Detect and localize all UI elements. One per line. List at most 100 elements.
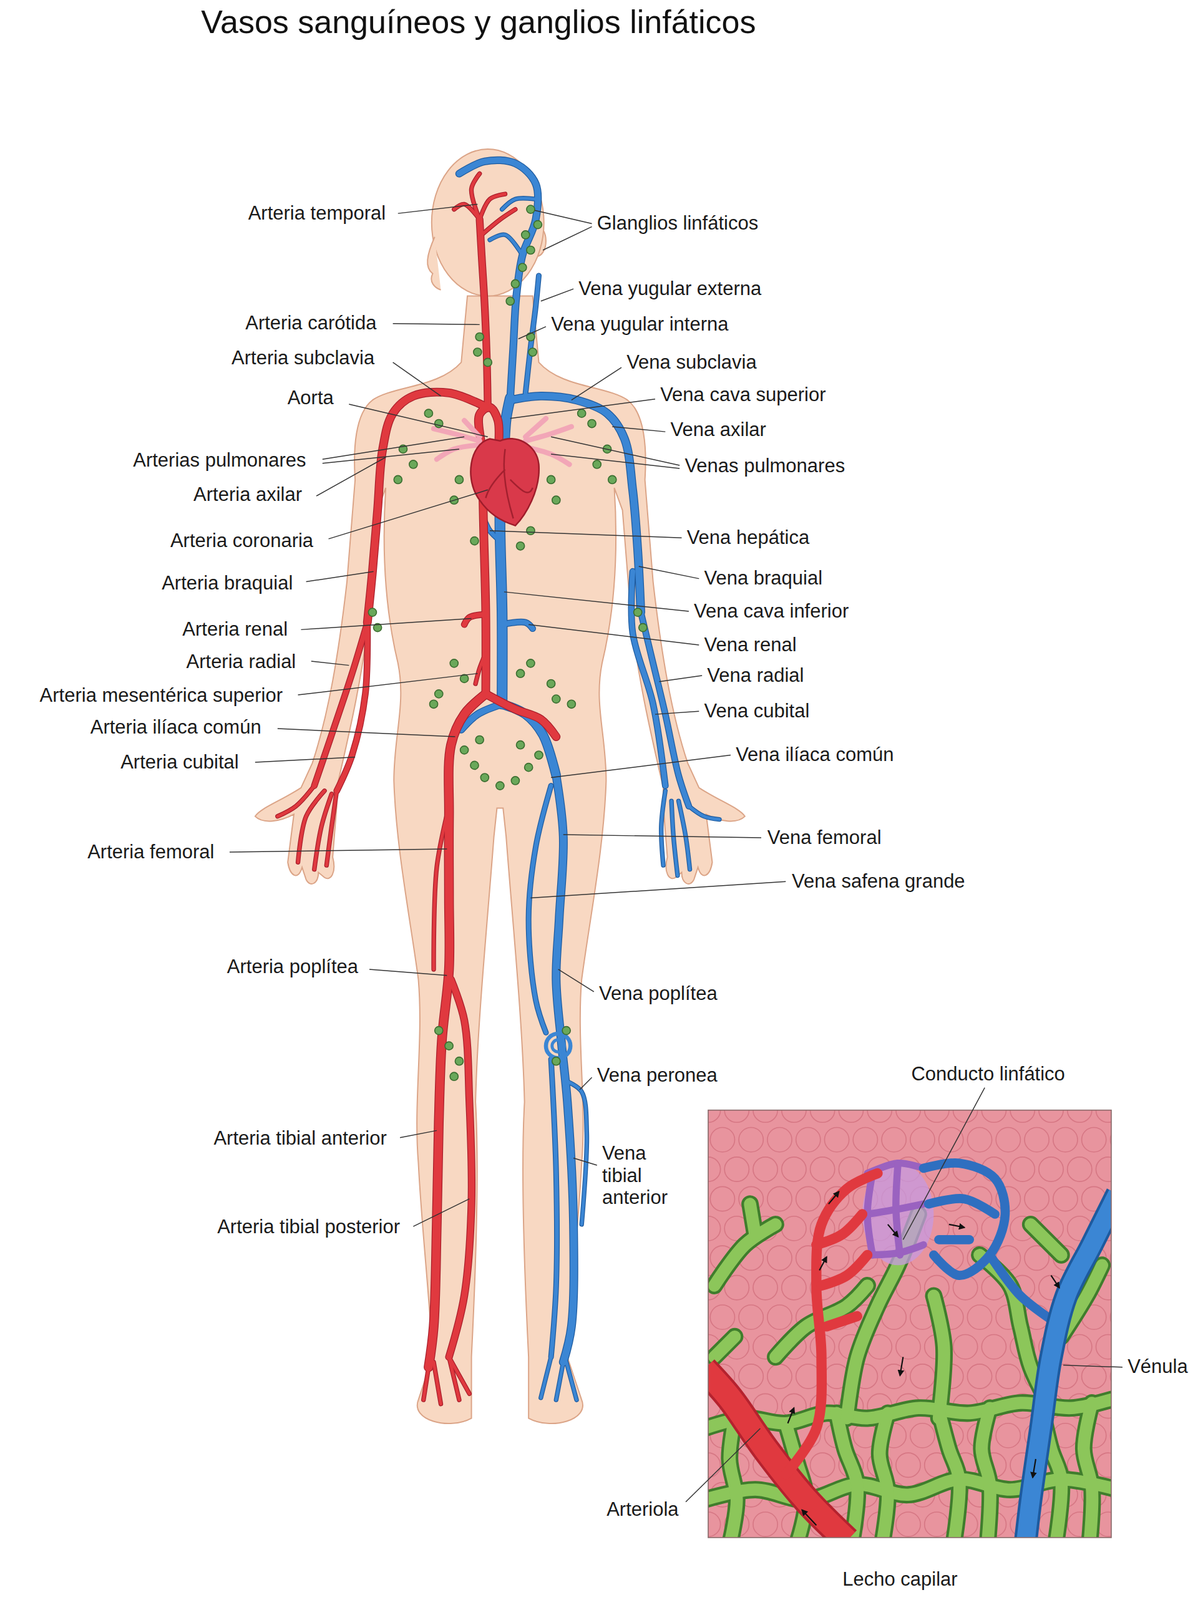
tissue-cell <box>753 1157 778 1182</box>
tissue-cell <box>781 1216 807 1242</box>
part-label: Vena hepática <box>686 526 810 550</box>
lymph-node <box>516 542 525 551</box>
capillary-inset <box>708 1110 1112 1539</box>
vein-edge <box>688 806 720 820</box>
leader-line <box>393 323 480 326</box>
tissue-cell <box>810 1453 835 1478</box>
tissue-cell <box>796 1186 821 1212</box>
tissue-cell <box>1024 1186 1049 1212</box>
lymph-vessel-edge <box>1030 1224 1062 1256</box>
vein <box>567 1081 587 1225</box>
leader-line <box>542 226 593 251</box>
vein-edge <box>566 1362 577 1401</box>
arterial-capillary <box>785 1173 878 1475</box>
lymph-vessel-edge <box>933 1295 945 1419</box>
leader-line <box>316 457 386 497</box>
tissue-cell <box>939 1127 964 1152</box>
leader-line <box>550 755 731 779</box>
tissue-cell <box>981 1334 1006 1359</box>
part-label: Arteria renal <box>182 618 288 641</box>
leader-line <box>229 849 447 853</box>
tissue-cell <box>781 1157 807 1182</box>
leader-line <box>655 711 699 715</box>
vein-edge <box>678 801 691 870</box>
lymph-node <box>567 700 576 709</box>
lymph-node <box>608 475 617 484</box>
flow-arrow <box>788 1408 795 1424</box>
part-label: Vena yugular interna <box>550 313 729 336</box>
tissue-cell <box>767 1246 792 1271</box>
artery <box>479 194 506 220</box>
lymph-node <box>449 1072 458 1081</box>
tissue-cell <box>967 1127 992 1152</box>
tissue-cell <box>1095 1453 1112 1478</box>
artery-edge <box>314 622 368 787</box>
arterial-capillary <box>821 1255 868 1286</box>
lymph-vessel <box>749 1204 755 1235</box>
lymph-node <box>480 773 489 782</box>
artery <box>481 209 516 236</box>
tissue-cell <box>1038 1157 1064 1182</box>
vein <box>502 622 533 629</box>
vein-edge <box>631 571 666 786</box>
lymph-node <box>518 263 527 272</box>
lymph-node <box>534 751 543 760</box>
part-label: Arteria tibial anterior <box>213 1127 387 1150</box>
artery-edge <box>485 693 556 737</box>
leader-line <box>306 571 374 582</box>
venous-capillary <box>928 1198 995 1215</box>
caption: Lecho capilar <box>842 1568 958 1592</box>
tissue-cell <box>995 1423 1021 1449</box>
lymph-node <box>528 348 537 357</box>
part-label: Arterias pulmonares <box>132 449 306 472</box>
leader-line <box>563 834 762 838</box>
lymph-vessel-edge <box>714 1337 736 1358</box>
mixed-capillary <box>867 1173 873 1256</box>
tissue-cell <box>738 1127 764 1152</box>
lymph-node <box>368 608 377 617</box>
artery <box>475 653 486 684</box>
part-label: Vena cava inferior <box>693 600 849 623</box>
tissue-cell <box>708 1157 721 1182</box>
vein-edge <box>671 801 678 876</box>
vein <box>555 1362 563 1401</box>
leader-line <box>369 969 447 976</box>
leader-line <box>528 624 699 646</box>
lymph-vessel <box>939 1410 960 1538</box>
vein-edge <box>540 1357 551 1398</box>
tissue-cell <box>724 1110 749 1124</box>
part-label: Arteria mesentérica superior <box>39 685 283 708</box>
part-label: Vena subclavia <box>626 351 757 374</box>
lymph-node <box>521 230 530 239</box>
leader-line <box>348 404 488 437</box>
lymph-node <box>592 460 601 469</box>
tissue-cell <box>796 1127 821 1152</box>
lymph-node <box>409 460 418 469</box>
artery <box>428 693 487 1368</box>
part-label: Arteria carótida <box>245 312 377 336</box>
tissue-cell <box>924 1110 950 1124</box>
vein <box>555 775 575 1363</box>
lymph-vessel <box>879 1413 888 1539</box>
lymph-node <box>577 409 586 418</box>
vein <box>550 1059 557 1358</box>
tissue-cell <box>1081 1364 1107 1389</box>
artery <box>449 1357 470 1394</box>
vein <box>688 806 720 820</box>
artery <box>336 622 368 792</box>
lymph-vessel-edge <box>981 1408 991 1539</box>
vein <box>489 234 523 256</box>
lymph-node <box>526 659 535 668</box>
leader-line <box>902 1088 985 1241</box>
tissue-cell <box>1010 1157 1035 1182</box>
flow-arrow <box>801 1510 817 1527</box>
tissue-cell <box>781 1110 807 1124</box>
tissue-cell <box>881 1364 906 1389</box>
tissue-cell <box>810 1157 835 1182</box>
part-label: Arteriola <box>606 1499 679 1522</box>
tissue-cell <box>1095 1157 1112 1182</box>
lymph-vessel <box>933 1295 945 1419</box>
tissue-cell <box>824 1127 849 1152</box>
tissue-cell <box>995 1364 1021 1389</box>
leader-line <box>489 530 682 538</box>
